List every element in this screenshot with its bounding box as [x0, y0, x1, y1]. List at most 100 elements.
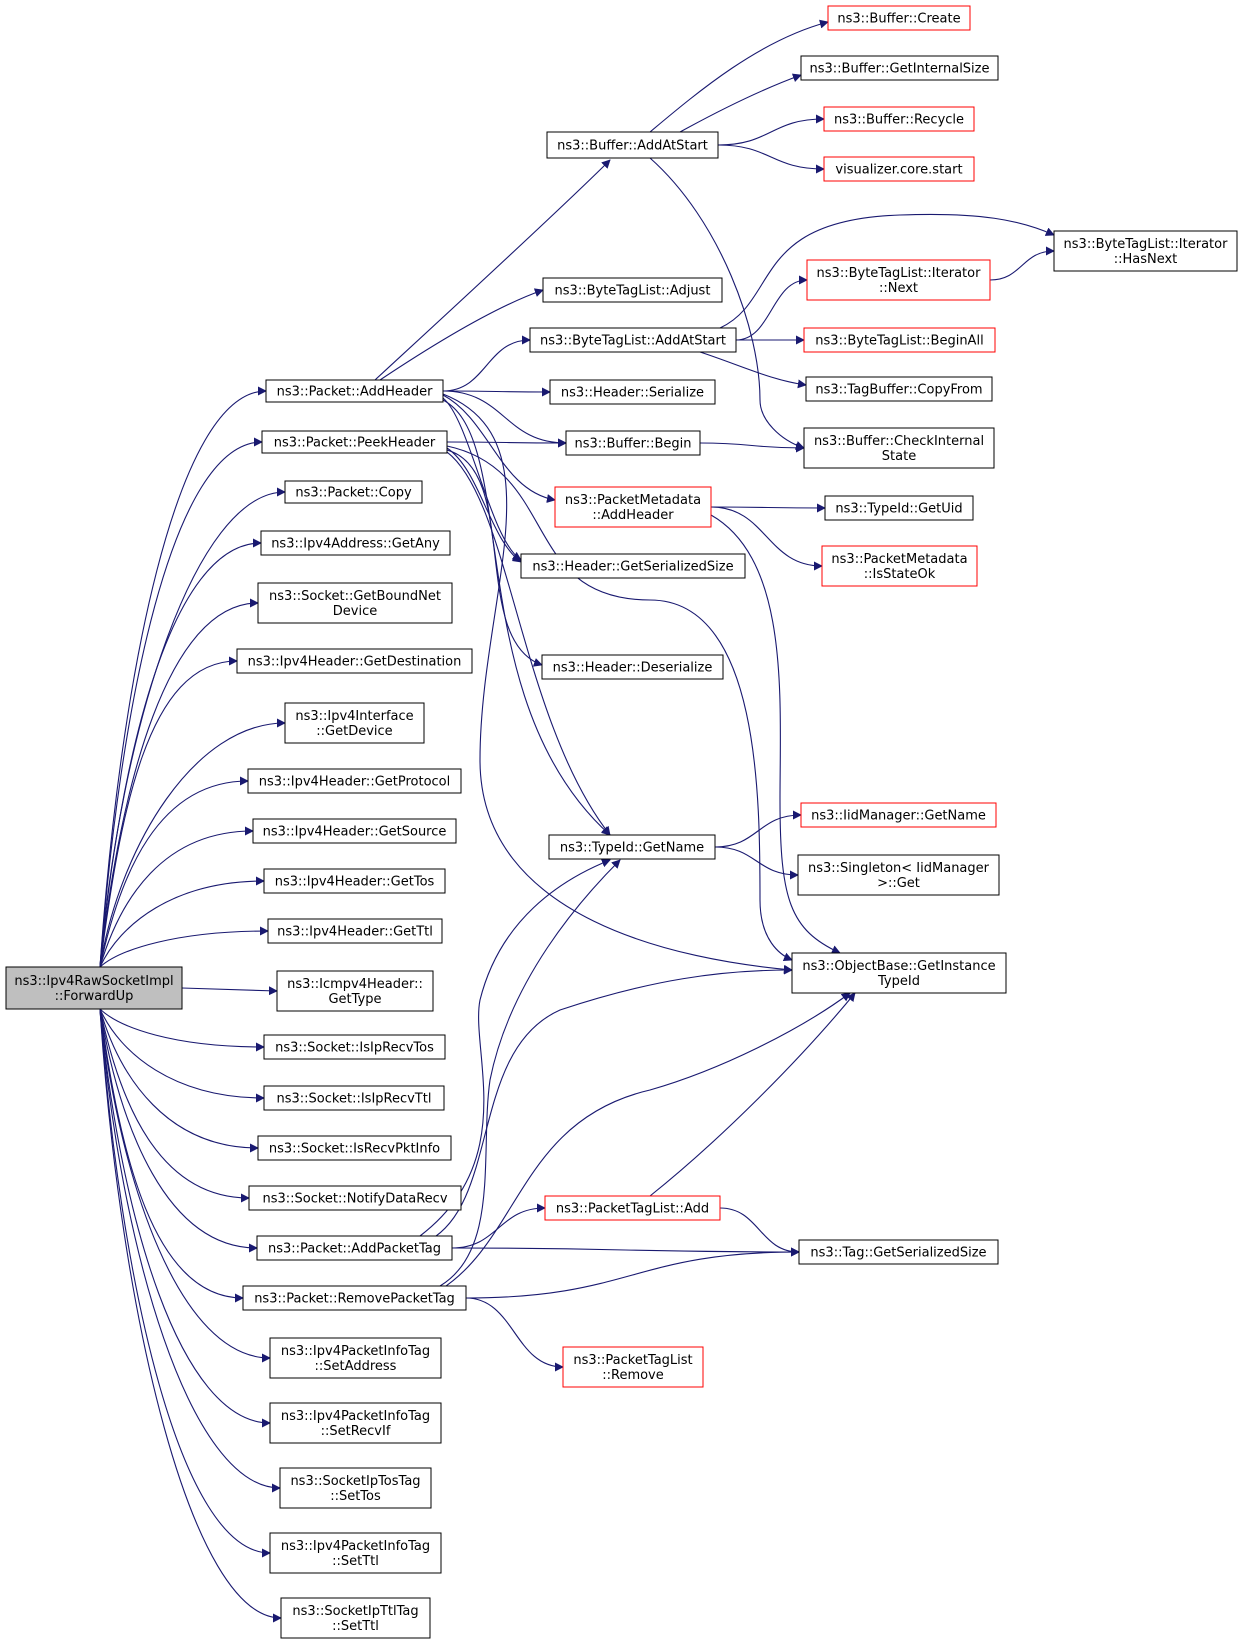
node-buf-recycle[interactable]: ns3::Buffer::Recycle [823, 106, 975, 132]
node-recv-pkt[interactable]: ns3::Socket::IsRecvPktInfo [257, 1135, 452, 1161]
node-label: ns3::Ipv4RawSocketImpl [14, 974, 173, 989]
node-get-tos[interactable]: ns3::Ipv4Header::GetTos [263, 868, 446, 894]
node-ptl-add[interactable]: ns3::PacketTagList::Add [544, 1195, 721, 1221]
node-box [549, 379, 716, 405]
node-box [541, 654, 724, 680]
edge-addptag-typeidname [419, 858, 611, 1237]
node-label: ::SetRecvIf [321, 1424, 391, 1439]
node-box [520, 553, 746, 579]
node-hdr-serialize[interactable]: ns3::Header::Serialize [549, 379, 716, 405]
node-hdr-ser-size[interactable]: ns3::Header::GetSerializedSize [520, 553, 746, 579]
node-label: ns3::Ipv4PacketInfoTag [281, 1344, 430, 1359]
node-label: ns3::Singleton< IidManager [808, 861, 990, 876]
node-icmp-type[interactable]: ns3::Icmpv4Header::GetType [276, 970, 434, 1012]
node-set-recvif[interactable]: ns3::Ipv4PacketInfoTag::SetRecvIf [269, 1402, 442, 1444]
node-typeid-uid[interactable]: ns3::TypeId::GetUid [824, 495, 974, 521]
node-tagbuf-copy[interactable]: ns3::TagBuffer::CopyFrom [805, 376, 993, 402]
node-singleton[interactable]: ns3::Singleton< IidManager>::Get [797, 854, 1000, 896]
node-recv-tos[interactable]: ns3::Socket::IsIpRecvTos [263, 1034, 446, 1060]
node-rm-ptag[interactable]: ns3::Packet::RemovePacketTag [242, 1285, 467, 1311]
node-label: ns3::ObjectBase::GetInstance [802, 959, 995, 974]
node-label: ::IsStateOk [864, 567, 936, 582]
node-set-ttl-pi[interactable]: ns3::Ipv4PacketInfoTag::SetTtl [269, 1532, 442, 1574]
node-box [827, 5, 971, 31]
node-get-src[interactable]: ns3::Ipv4Header::GetSource [252, 818, 457, 844]
node-label: ns3::Buffer::GetInternalSize [810, 62, 990, 77]
edge-root-set_addr [99, 1008, 271, 1363]
node-buf-begin[interactable]: ns3::Buffer::Begin [565, 430, 701, 456]
node-box [554, 486, 712, 528]
node-label: ns3::ByteTagList::BeginAll [815, 334, 983, 349]
node-label: ns3::Ipv4Header::GetSource [263, 825, 447, 840]
node-box [252, 818, 457, 844]
node-iid-name[interactable]: ns3::IidManager::GetName [800, 802, 997, 828]
node-get-ttl[interactable]: ns3::Ipv4Header::GetTtl [267, 918, 443, 944]
edge-root-set_recvif [99, 1008, 271, 1428]
node-box [1053, 230, 1238, 272]
node-peek-header[interactable]: ns3::Packet::PeekHeader [261, 430, 448, 454]
node-box [803, 327, 996, 353]
node-notify[interactable]: ns3::Socket::NotifyDataRecv [248, 1185, 462, 1211]
node-label: ns3::PacketTagList [573, 1353, 692, 1368]
node-add-header[interactable]: ns3::Packet::AddHeader [265, 379, 444, 403]
edge-root-set_tos [99, 1008, 281, 1493]
node-label: ns3::TagBuffer::CopyFrom [815, 383, 982, 398]
node-btl-add-start[interactable]: ns3::ByteTagList::AddAtStart [529, 327, 737, 353]
node-pm-add-header[interactable]: ns3::PacketMetadata::AddHeader [554, 486, 712, 528]
node-label: ns3::Packet::AddPacketTag [268, 1242, 441, 1257]
node-hdr-deser[interactable]: ns3::Header::Deserialize [541, 654, 724, 680]
node-box [261, 430, 448, 454]
node-box [800, 55, 999, 81]
edge-root-set_ttl_pi [99, 1008, 271, 1558]
node-label: ns3::Buffer::AddAtStart [557, 139, 708, 154]
node-label: ns3::Ipv4PacketInfoTag [281, 1409, 430, 1424]
edge-ptladd-tagsersize [719, 1207, 800, 1257]
node-set-ttl-sk[interactable]: ns3::SocketIpTtlTag::SetTtl [280, 1597, 431, 1639]
node-label: ns3::Buffer::Begin [574, 437, 691, 452]
node-set-addr[interactable]: ns3::Ipv4PacketInfoTag::SetAddress [269, 1337, 442, 1379]
node-box [529, 327, 737, 353]
edge-bufaddstart-bufcreate [649, 19, 829, 133]
node-copy[interactable]: ns3::Packet::Copy [284, 480, 423, 504]
node-btl-it-hasnext[interactable]: ns3::ByteTagList::Iterator::HasNext [1053, 230, 1238, 272]
node-label: ns3::Packet::RemovePacketTag [254, 1292, 455, 1307]
node-add-ptag[interactable]: ns3::Packet::AddPacketTag [256, 1235, 453, 1261]
node-pm-state-ok[interactable]: ns3::PacketMetadata::IsStateOk [821, 545, 978, 587]
node-tag-ser-size[interactable]: ns3::Tag::GetSerializedSize [798, 1239, 999, 1265]
node-label: State [882, 449, 916, 464]
node-recv-ttl[interactable]: ns3::Socket::IsIpRecvTtl [263, 1085, 445, 1111]
node-label: ns3::Icmpv4Header:: [287, 977, 423, 992]
node-root[interactable]: ns3::Ipv4RawSocketImpl::ForwardUp [5, 966, 183, 1010]
node-set-tos[interactable]: ns3::SocketIpTosTag::SetTos [279, 1467, 432, 1509]
edge-addptag-tagsersize [451, 1247, 800, 1257]
node-box [542, 277, 723, 303]
node-ptl-remove[interactable]: ns3::PacketTagList::Remove [562, 1346, 704, 1388]
node-vis-start[interactable]: visualizer.core.start [823, 156, 975, 182]
node-iface-dev[interactable]: ns3::Ipv4Interface::GetDevice [284, 702, 425, 744]
node-box [806, 259, 991, 301]
node-label: ns3::Ipv4Header::GetDestination [248, 655, 462, 670]
node-label: ns3::Ipv4Address::GetAny [271, 537, 440, 552]
node-buf-add-start[interactable]: ns3::Buffer::AddAtStart [546, 131, 719, 159]
node-label: TypeId [877, 974, 920, 989]
node-label: ns3::Buffer::CheckInternal [814, 434, 984, 449]
node-get-any[interactable]: ns3::Ipv4Address::GetAny [260, 530, 451, 556]
node-buf-create[interactable]: ns3::Buffer::Create [827, 5, 971, 31]
node-btl-adjust[interactable]: ns3::ByteTagList::Adjust [542, 277, 723, 303]
node-btl-begin-all[interactable]: ns3::ByteTagList::BeginAll [803, 327, 996, 353]
node-typeid-name[interactable]: ns3::TypeId::GetName [548, 834, 716, 860]
node-btl-it-next[interactable]: ns3::ByteTagList::Iterator::Next [806, 259, 991, 301]
node-get-proto[interactable]: ns3::Ipv4Header::GetProtocol [247, 768, 462, 794]
edge-root-get_tos [99, 876, 265, 968]
edge-pmaddheader-pmstateok [710, 506, 823, 571]
node-buf-internal[interactable]: ns3::Buffer::GetInternalSize [800, 55, 999, 81]
edge-root-recv_pkt [99, 1008, 259, 1153]
node-label: ns3::Header::Serialize [561, 386, 704, 401]
node-label: ns3::PacketTagList::Add [556, 1202, 709, 1217]
node-box [798, 1239, 999, 1265]
node-get-dest[interactable]: ns3::Ipv4Header::GetDestination [236, 648, 473, 674]
node-box [280, 1597, 431, 1639]
